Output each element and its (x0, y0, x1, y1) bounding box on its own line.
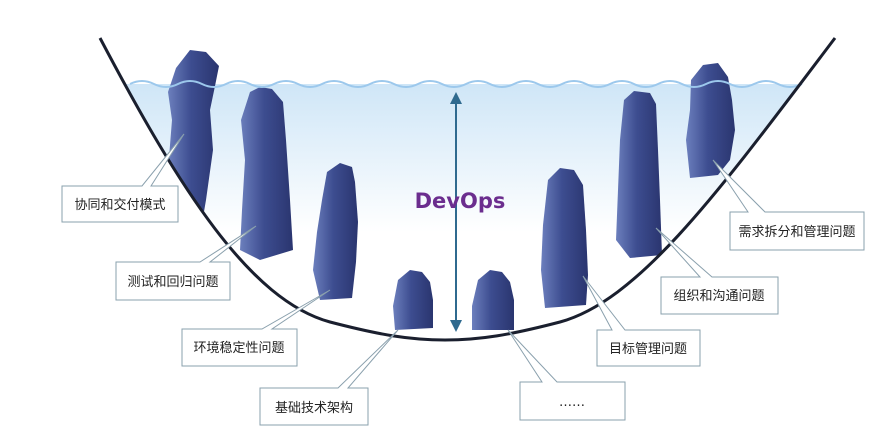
callout-more: …… (507, 329, 626, 421)
callout-collaboration: 协同和交付模式 (61, 133, 185, 223)
callout-infrastructure: 基础技术架构 (259, 329, 399, 426)
rock-pillar-4 (393, 270, 433, 330)
callout-label: …… (559, 395, 585, 410)
callout-goals: 目标管理问题 (582, 275, 701, 367)
callout-testing: 测试和回归问题 (115, 225, 257, 301)
rock-pillar-2 (240, 87, 293, 260)
depth-arrow (450, 92, 462, 332)
rock-pillar-3 (313, 163, 358, 300)
callout-requirements: 需求拆分和管理问题 (712, 159, 865, 251)
callout-label: 环境稳定性问题 (193, 340, 284, 356)
water-surface-wave (129, 80, 803, 88)
valley-outline (98, 37, 837, 342)
callout-label: 协同和交付模式 (74, 197, 165, 213)
callout-environment: 环境稳定性问题 (181, 289, 331, 367)
rock-pillar-6 (541, 168, 588, 308)
callout-organization: 组织和沟通问题 (655, 227, 779, 315)
rock-pillar-7 (616, 91, 662, 258)
rock-pillar-8 (686, 63, 735, 178)
diagram-title: DevOps (415, 189, 506, 213)
rock-pillar-5 (472, 270, 514, 330)
callout-label: 需求拆分和管理问题 (738, 225, 855, 240)
callout-label: 目标管理问题 (609, 342, 687, 357)
callout-label: 基础技术架构 (275, 401, 353, 416)
callout-label: 测试和回归问题 (127, 275, 218, 290)
callout-label: 组织和沟通问题 (673, 289, 764, 304)
rock-pillars (168, 50, 735, 330)
